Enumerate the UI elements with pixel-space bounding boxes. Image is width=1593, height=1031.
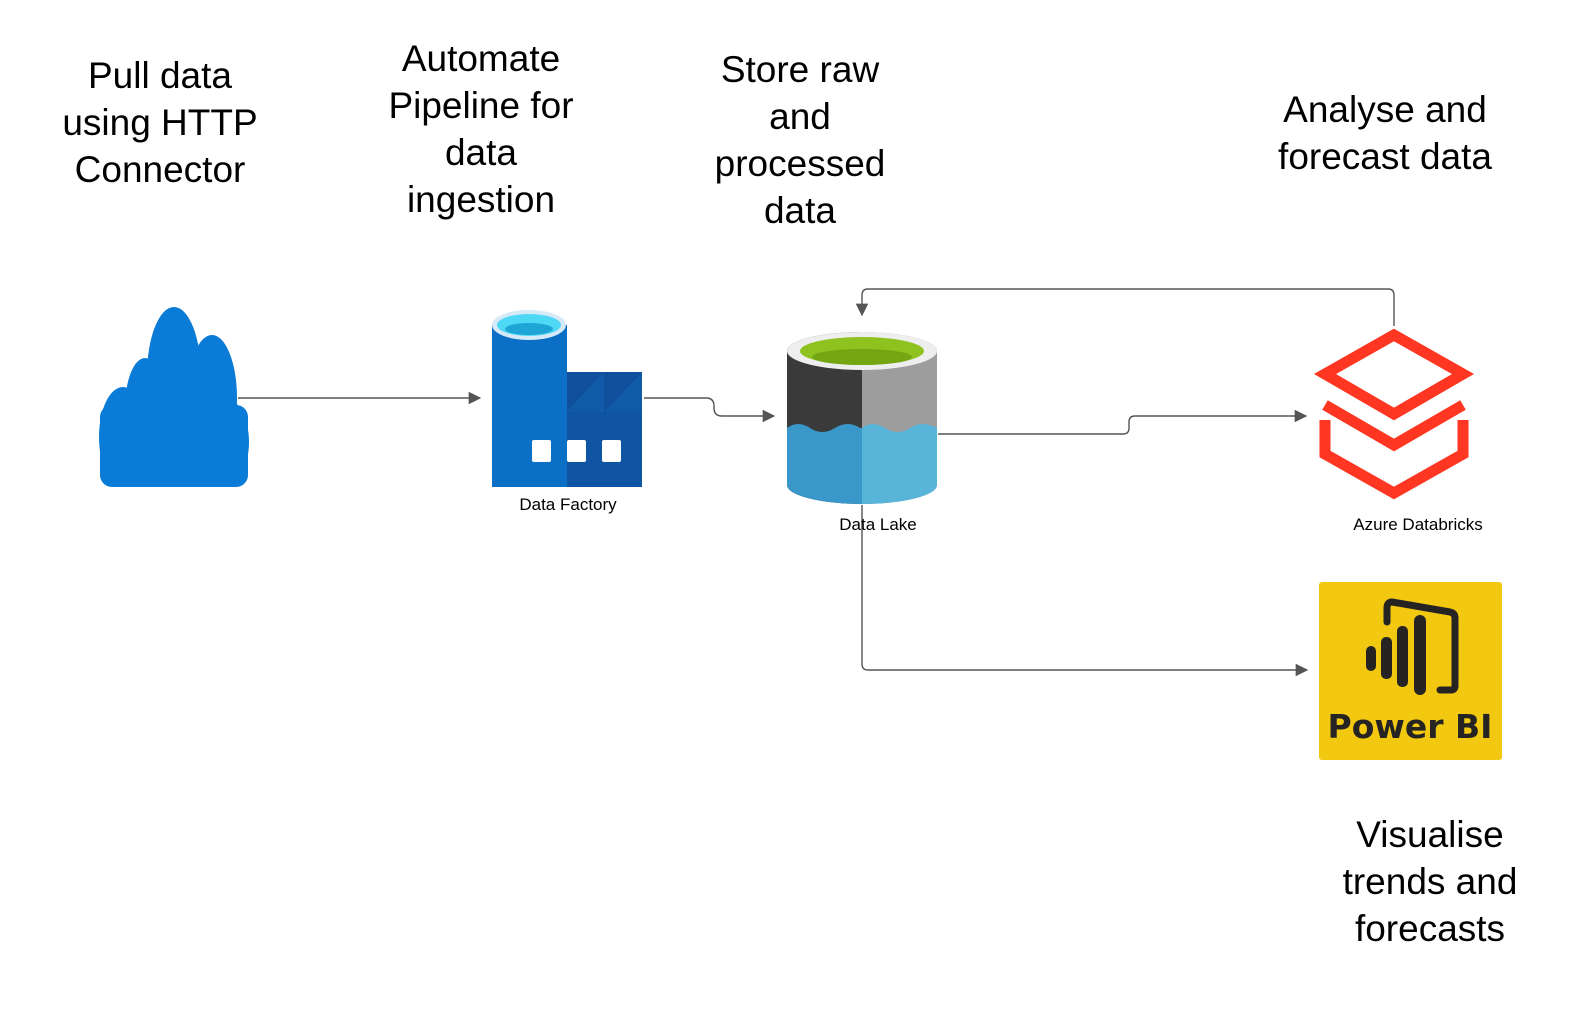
caption-analyse-forecast: Analyse and forecast data [1278,89,1492,177]
caption-visualise-trends: Visualise trends and forecasts [1342,814,1518,949]
label-azure-databricks: Azure Databricks [1353,515,1483,534]
power-bi-wordmark: Power BI [1328,707,1493,746]
databricks-icon[interactable] [1313,328,1475,500]
data-lake-icon[interactable] [787,330,937,510]
data-factory-icon[interactable] [492,310,642,487]
connectors [238,288,1395,677]
connector-lake-to-powerbi[interactable] [861,505,1309,677]
connector-factory-to-lake[interactable] [644,397,776,423]
connector-lake-to-databricks[interactable] [938,409,1308,435]
connector-databricks-to-lake[interactable] [855,288,1395,326]
caption-automate-pipeline: Automate Pipeline for data ingestion [388,38,574,220]
caption-pull-data: Pull data using HTTP Connector [62,55,258,190]
label-data-factory: Data Factory [519,495,617,514]
caption-store-data: Store raw and processed data [714,49,886,231]
label-data-lake: Data Lake [839,515,917,534]
power-bi-icon[interactable]: Power BI [1319,582,1502,760]
cloud-icon[interactable] [99,307,249,487]
